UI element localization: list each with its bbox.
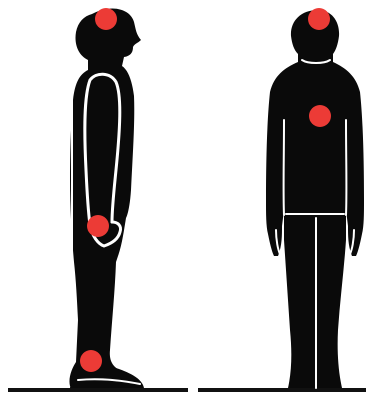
side-view-figure: [69, 8, 144, 388]
marker-side-head: [95, 8, 117, 30]
marker-front-head: [308, 8, 330, 30]
ground-line-right: [198, 388, 366, 392]
marker-side-hand: [87, 215, 109, 237]
side-view-shoe: [70, 365, 144, 388]
side-view-silhouette: [69, 8, 142, 386]
ground-line-left: [8, 388, 188, 392]
marker-front-chest: [309, 105, 331, 127]
front-view-figure: [266, 10, 364, 388]
marker-side-ankle: [80, 350, 102, 372]
